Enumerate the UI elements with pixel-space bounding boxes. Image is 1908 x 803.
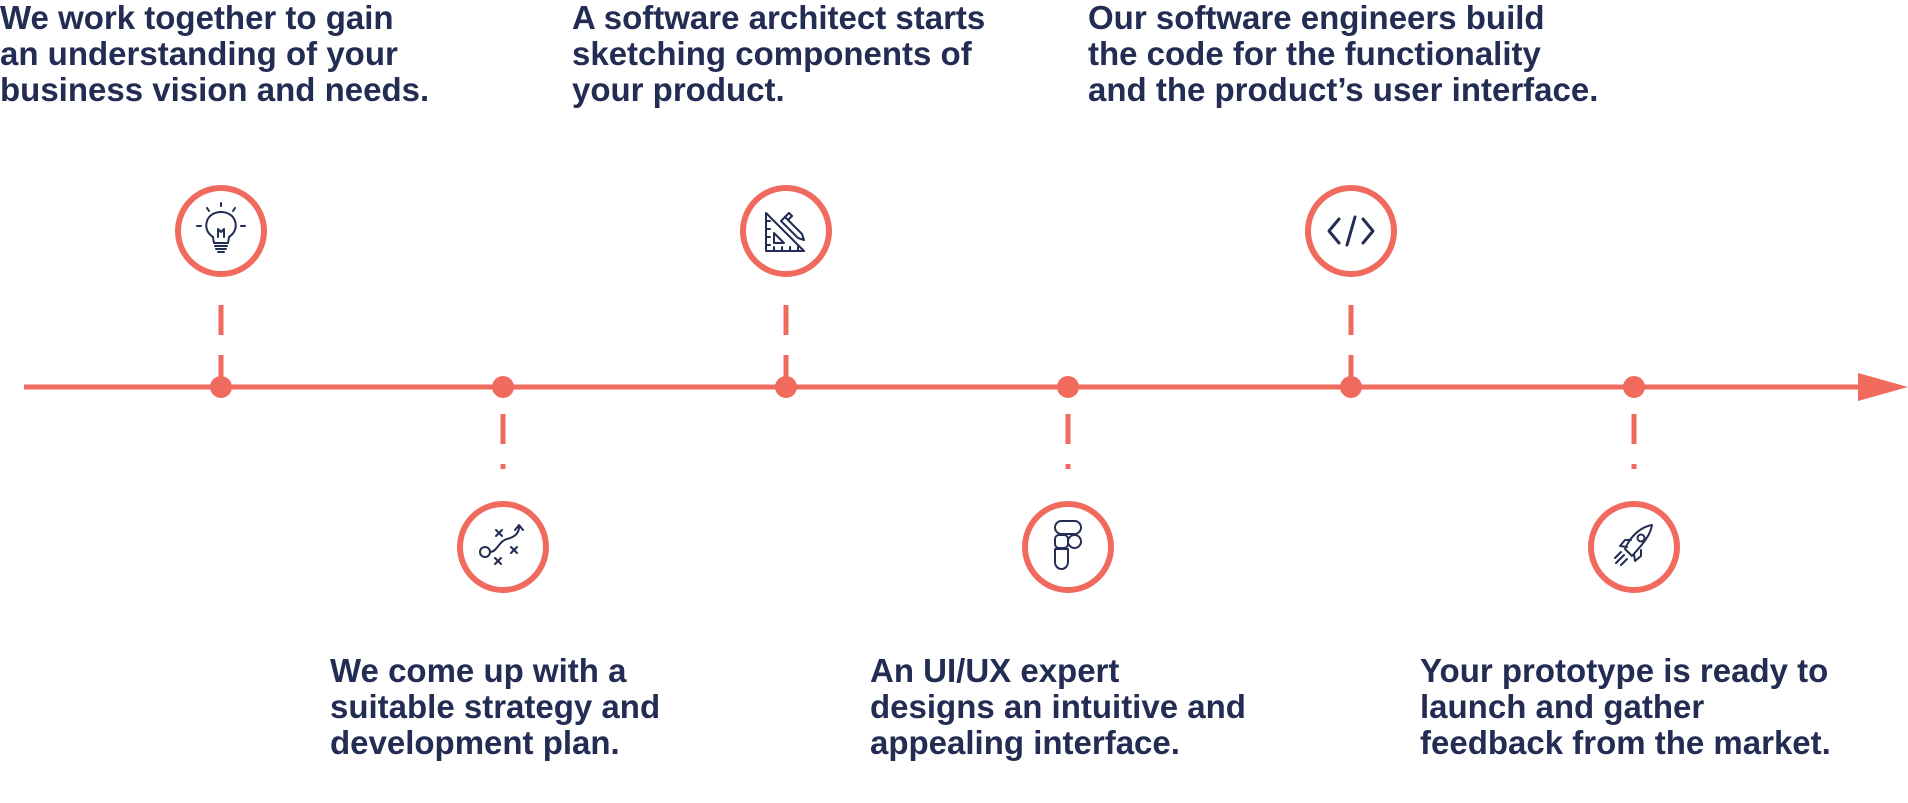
timeline-arrowhead: [1858, 373, 1908, 401]
timeline-dot-4: [1057, 376, 1079, 398]
step-2-icon-circle: [457, 501, 549, 593]
step-3-line-2: sketching components of: [572, 35, 972, 72]
step-4-line-2: designs an intuitive and: [870, 688, 1246, 725]
timeline-dot-1: [210, 376, 232, 398]
strategy-icon: [479, 524, 524, 565]
step-5-line-3: and the product’s user interface.: [1088, 71, 1599, 108]
step-1-line-1: We work together to gain: [0, 0, 394, 36]
step-6-line-2: launch and gather: [1420, 688, 1705, 725]
step-2-description: We come up with a suitable strategy and …: [330, 653, 660, 761]
rocket-icon: [1614, 524, 1653, 566]
step-6-line-3: feedback from the market.: [1420, 724, 1831, 761]
figma-icon: [1054, 520, 1082, 570]
step-5-description: Our software engineers build the code fo…: [1088, 0, 1598, 108]
step-3-line-3: your product.: [572, 71, 785, 108]
step-6-line-1: Your prototype is ready to: [1420, 652, 1829, 689]
step-6-icon-circle: [1588, 501, 1680, 593]
step-5-line-2: the code for the functionality: [1088, 35, 1541, 72]
step-5-line-1: Our software engineers build: [1088, 0, 1545, 36]
step-2-line-2: suitable strategy and: [330, 688, 661, 725]
step-4-line-1: An UI/UX expert: [870, 652, 1120, 689]
step-3-description: A software architect starts sketching co…: [572, 0, 985, 108]
step-4-icon-circle: [1022, 501, 1114, 593]
step-4-line-3: appealing interface.: [870, 724, 1180, 761]
step-2-line-3: development plan.: [330, 724, 620, 761]
timeline-dot-5: [1340, 376, 1362, 398]
step-3-icon-circle: [740, 185, 832, 277]
timeline-dot-3: [775, 376, 797, 398]
step-3-line-1: A software architect starts: [572, 0, 986, 36]
step-5-icon-circle: [1305, 185, 1397, 277]
step-6-description: Your prototype is ready to launch and ga…: [1420, 653, 1831, 761]
step-1-description: We work together to gain an understandin…: [0, 0, 429, 108]
step-2-line-1: We come up with a: [330, 652, 627, 689]
step-1-line-2: an understanding of your: [0, 35, 398, 72]
lightbulb-icon: [196, 202, 246, 253]
ruler-pencil-icon: [765, 212, 805, 252]
timeline-dot-2: [492, 376, 514, 398]
step-1-line-3: business vision and needs.: [0, 71, 430, 108]
step-1-icon-circle: [175, 185, 267, 277]
code-icon: [1327, 215, 1375, 247]
timeline-dot-6: [1623, 376, 1645, 398]
step-4-description: An UI/UX expert designs an intuitive and…: [870, 653, 1246, 761]
